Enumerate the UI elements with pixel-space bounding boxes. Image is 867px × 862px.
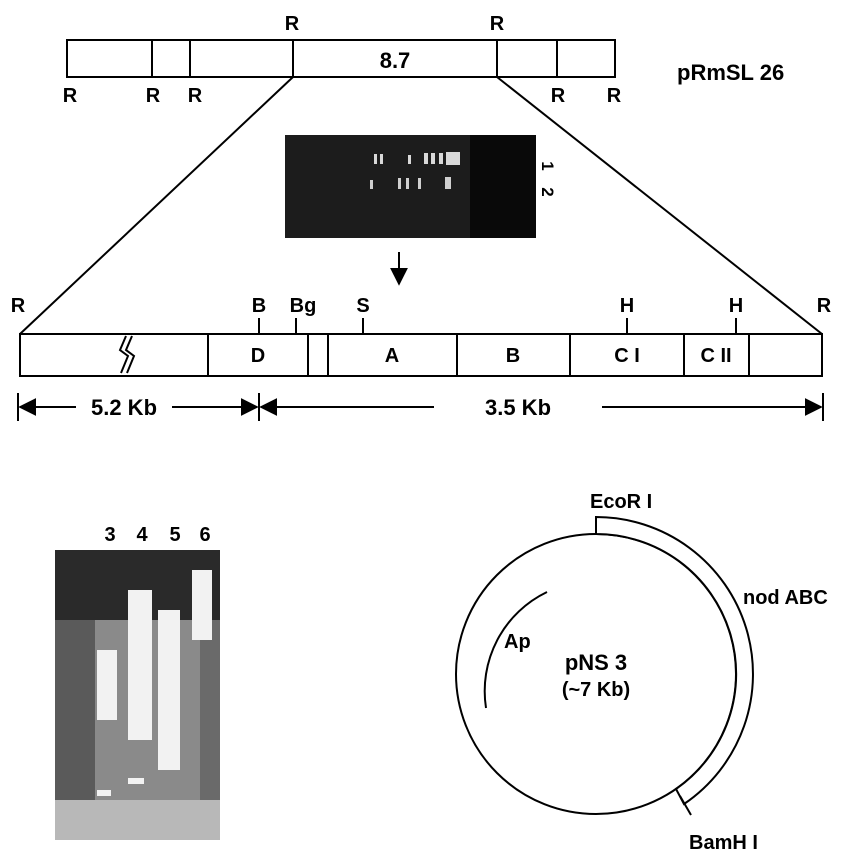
- ap-label: Ap: [504, 631, 531, 653]
- site-label-h: H: [620, 295, 634, 317]
- gel-lane-label: 6: [199, 524, 210, 546]
- gel-band: [370, 180, 373, 189]
- gel-lane-label: 4: [136, 524, 148, 546]
- segment-label-c2: C II: [700, 345, 731, 367]
- site-label-h: H: [729, 295, 743, 317]
- scale-label-left: 5.2 Kb: [91, 395, 157, 420]
- gel-band: [374, 154, 377, 164]
- gel-band: [446, 152, 460, 165]
- segment-label-c1: C I: [614, 345, 640, 367]
- ecori-label: EcoR I: [590, 491, 652, 513]
- gel-band: [192, 570, 212, 640]
- fragment-size-label: 8.7: [380, 48, 411, 73]
- gel-band: [398, 178, 401, 189]
- plasmid-name: pRmSL 26: [677, 60, 784, 85]
- scale-bar: 5.2 Kb 3.5 Kb: [18, 393, 823, 421]
- vector-map: EcoR I nod ABC Ap pNS 3 (~7 Kb) BamH I: [456, 491, 828, 854]
- gel-shadow: [470, 135, 536, 238]
- gel-band: [97, 790, 111, 796]
- gel-band: [97, 650, 117, 720]
- gel-band: [431, 153, 435, 164]
- site-label-r: R: [817, 295, 832, 317]
- site-label-r: R: [490, 13, 505, 35]
- detail-map: R B Bg S H H R D A B C I C II: [11, 295, 832, 376]
- gel-band: [439, 153, 443, 164]
- segment-label-b: B: [506, 345, 520, 367]
- expansion-line-right: [497, 77, 822, 334]
- gel-band: [406, 178, 409, 189]
- gel-lane-label: 3: [104, 524, 115, 546]
- plasmid-map: 8.7 R R R R R R R pRmSL 26: [63, 13, 784, 107]
- scale-label-right: 3.5 Kb: [485, 395, 551, 420]
- gel-band: [424, 153, 428, 164]
- site-label-r: R: [551, 85, 566, 107]
- gel-band: [418, 178, 421, 189]
- segment-label-d: D: [251, 345, 265, 367]
- gel-band: [408, 155, 411, 164]
- segment-label-a: A: [385, 345, 399, 367]
- site-label-r: R: [146, 85, 161, 107]
- gel-light-bottom: [55, 800, 220, 840]
- gel-band: [445, 177, 451, 189]
- bamhi-label: BamH I: [689, 832, 758, 854]
- site-label-bg: Bg: [290, 295, 317, 317]
- gel-band: [380, 154, 383, 164]
- gel-lane-label: 2: [538, 187, 557, 196]
- plasmid-bar: [67, 40, 615, 77]
- gel-band: [128, 778, 144, 784]
- gel-band: [158, 610, 180, 770]
- gel-image-bottom: 3 4 5 6: [55, 524, 220, 840]
- site-label-r: R: [607, 85, 622, 107]
- site-label-r: R: [11, 295, 26, 317]
- vector-name: pNS 3: [565, 650, 627, 675]
- gel-image-top: 1 2: [285, 135, 557, 238]
- gel-band: [128, 590, 152, 740]
- gel-lane-label: 1: [538, 161, 557, 170]
- site-label-r: R: [285, 13, 300, 35]
- site-label-b: B: [252, 295, 266, 317]
- site-label-r: R: [63, 85, 78, 107]
- site-label-s: S: [356, 295, 369, 317]
- vector-size: (~7 Kb): [562, 679, 630, 701]
- gel-lane-label: 5: [169, 524, 180, 546]
- site-label-r: R: [188, 85, 203, 107]
- insert-label: nod ABC: [743, 587, 828, 609]
